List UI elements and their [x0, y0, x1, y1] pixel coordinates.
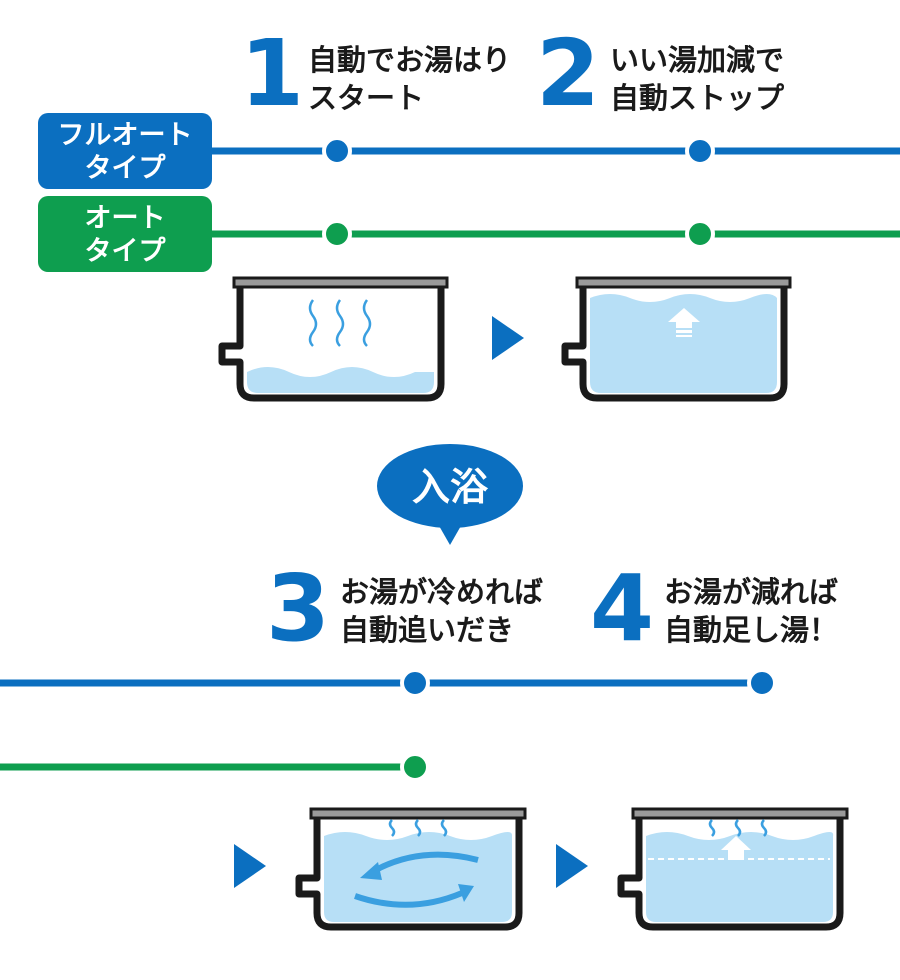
tub-1-rim: [232, 276, 449, 289]
step-4-line-2: 自動足し湯！: [664, 613, 838, 647]
bathtub-topping-up: [617, 807, 849, 931]
step-3-number: 3: [266, 555, 330, 662]
full-auto-dot-step-1: [322, 136, 352, 166]
play-triangle-icon: [234, 844, 266, 888]
bathing-bubble: 入浴: [377, 444, 523, 545]
play-triangle-icon: [556, 844, 588, 888]
full-auto-tag-line-2: タイプ: [85, 153, 167, 184]
step-2-line-1: いい湯加減で: [610, 43, 784, 77]
tub-4-rim: [631, 807, 849, 820]
arrow-up-icon: [668, 308, 700, 337]
step-2: 2 いい湯加減で 自動ストップ: [536, 20, 785, 127]
bathtub-full: [561, 276, 792, 402]
step-3-line-1: お湯が冷めれば: [340, 575, 543, 609]
step-4-line-1: お湯が減れば: [664, 575, 838, 609]
auto-dot-step-1: [322, 219, 352, 249]
full-auto-type: フルオート タイプ: [38, 113, 900, 189]
full-auto-tag-line-1: フルオート: [58, 120, 193, 151]
step-2-line-2: 自動ストップ: [610, 81, 785, 115]
tub-4-body: [617, 815, 844, 931]
bathing-label: 入浴: [412, 465, 489, 509]
step-3: 3 お湯が冷めれば 自動追いだき: [266, 555, 543, 662]
step-1-number: 1: [240, 20, 304, 127]
tub-4-water: [646, 832, 834, 922]
arrow-up-icon: [721, 836, 751, 860]
auto-type: オート タイプ: [38, 196, 900, 272]
steam-icon: [388, 819, 448, 837]
auto-dot-step-3: [400, 752, 430, 782]
full-auto-dot-step-3: [400, 668, 430, 698]
steam-icon: [708, 819, 768, 837]
auto-dot-step-2: [685, 219, 715, 249]
step-4-number: 4: [590, 555, 654, 662]
tub-1-water: [247, 367, 434, 393]
auto-tag-line-1: オート: [85, 203, 166, 234]
circulation-arrows-icon: [354, 851, 479, 908]
tub-3-rim: [309, 807, 527, 820]
step-1-line-2: スタート: [308, 81, 424, 115]
tub-1-body: [218, 284, 445, 402]
full-auto-dot-step-2: [685, 136, 715, 166]
auto-tag-line-2: タイプ: [85, 236, 167, 267]
tub-2-rim: [575, 276, 792, 289]
tub-3-water: [324, 832, 513, 922]
tub-3-body: [295, 815, 523, 931]
step-4: 4 お湯が減れば 自動足し湯！: [590, 555, 838, 662]
play-triangle-icon: [492, 316, 524, 360]
step-2-number: 2: [536, 20, 600, 127]
bathtub-reheating: [295, 807, 527, 931]
step-1: 1 自動でお湯はり スタート: [240, 20, 511, 127]
steam-icon: [308, 299, 372, 347]
auto-tag: [38, 196, 212, 272]
step-1-line-1: 自動でお湯はり: [308, 43, 511, 77]
bathtub-filling: [218, 276, 449, 402]
tub-2-water: [590, 294, 777, 393]
step-3-line-2: 自動追いだき: [340, 613, 514, 647]
full-auto-tag: [38, 113, 212, 189]
full-auto-dot-step-4: [747, 668, 777, 698]
tub-2-body: [561, 284, 788, 402]
